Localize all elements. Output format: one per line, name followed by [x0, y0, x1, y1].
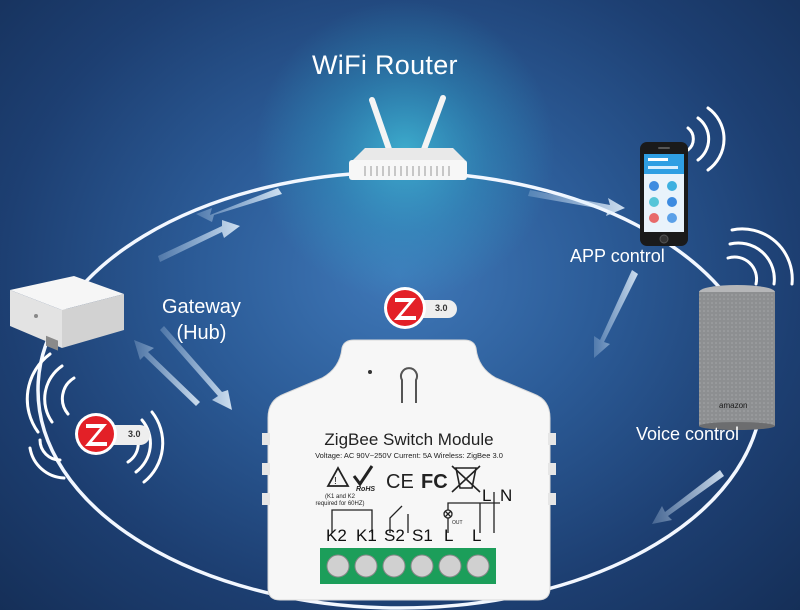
- arrow-router-to-app: [528, 190, 625, 216]
- diagram-title: WiFi Router: [312, 50, 458, 80]
- terminal-label-top: N: [500, 486, 513, 505]
- gateway-zigbee-waves: [25, 352, 165, 484]
- arrow-router-to-gateway: [196, 188, 282, 222]
- zigbee-badge-left: 3.0: [74, 412, 154, 458]
- arrow-app-to-module: [594, 270, 638, 358]
- svg-text:RoHS: RoHS: [356, 486, 375, 493]
- reset-button-outline: [400, 367, 418, 403]
- voice-control-label: Voice control: [636, 424, 740, 444]
- smartphone-icon: [640, 142, 688, 246]
- app-control-label: APP control: [570, 246, 665, 266]
- arrow-gateway-to-module: [160, 326, 232, 410]
- phone-wifi-waves: [686, 106, 726, 172]
- zigbee-version-left: 3.0: [128, 429, 141, 439]
- speaker-wifi-waves: [726, 227, 794, 286]
- wifi-router-icon: [349, 95, 467, 180]
- speaker-brand-text: amazon: [719, 401, 747, 410]
- gateway-hub-icon: [10, 276, 124, 351]
- terminal-label: L: [444, 526, 454, 545]
- arrow-module-to-gateway: [134, 340, 200, 406]
- gateway-label-line2: (Hub): [176, 322, 227, 344]
- terminal-label: K2: [326, 526, 347, 545]
- svg-text:!: !: [334, 476, 337, 487]
- module-note-line2: required for 60HZ): [315, 501, 365, 507]
- gateway-label-line1: Gateway: [162, 296, 241, 318]
- module-note: (K1 and K2 required for 60HZ): [310, 494, 370, 508]
- module-spec: Voltage: AC 90V~250V Current: 5A Wireles…: [315, 451, 503, 460]
- terminal-label: K1: [356, 526, 377, 545]
- smart-speaker-icon: amazon: [699, 285, 775, 430]
- terminal-label: S2: [384, 526, 405, 545]
- module-title: ZigBee Switch Module: [324, 430, 494, 449]
- arrow-voice-to-module: [652, 470, 724, 524]
- status-led: [368, 370, 372, 374]
- zigbee-switch-module: ! RoHS CE FC: [262, 338, 556, 603]
- module-note-line1: (K1 and K2: [324, 494, 356, 500]
- zigbee-badge-top: 3.0: [383, 286, 463, 332]
- wiring-schematic: [331, 492, 500, 533]
- gateway-label: Gateway (Hub): [162, 294, 241, 346]
- zigbee-version-top: 3.0: [435, 303, 448, 313]
- terminal-label-top: L: [482, 486, 492, 505]
- svg-text:FC: FC: [421, 471, 448, 493]
- svg-text:CE: CE: [386, 471, 414, 493]
- terminal-label: L: [472, 526, 482, 545]
- out-label: OUT: [452, 520, 463, 526]
- terminal-label: S1: [412, 526, 433, 545]
- certification-marks: ! RoHS CE FC: [326, 465, 481, 493]
- arrow-gateway-to-router: [158, 220, 240, 262]
